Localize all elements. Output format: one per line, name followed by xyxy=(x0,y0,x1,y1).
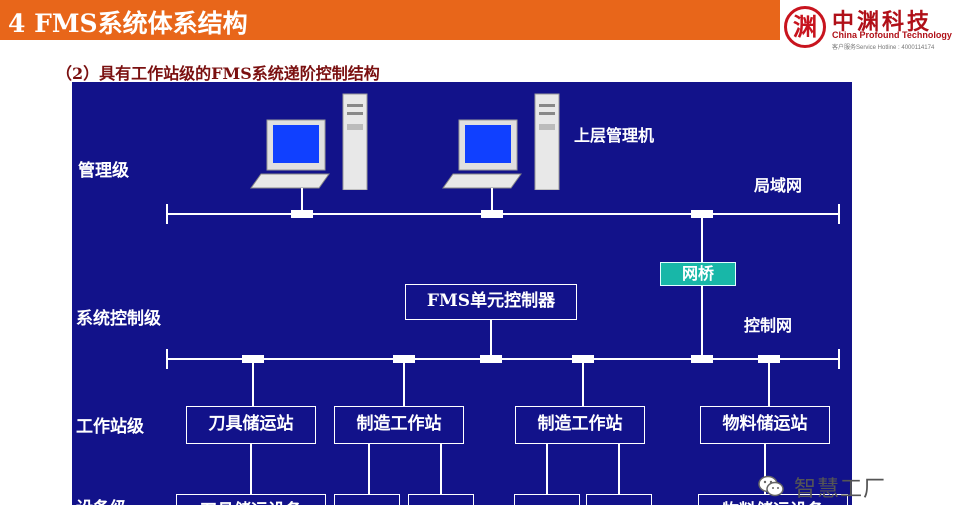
control-end-left xyxy=(166,349,168,369)
network-bridge: 网桥 xyxy=(660,262,736,286)
workstation-tool-storage: 刀具储运站 xyxy=(186,406,316,444)
upper-computer-label: 上层管理机 xyxy=(574,126,655,145)
eq2-drop xyxy=(368,444,370,494)
bridge-link xyxy=(701,214,703,360)
slide-subtitle: （2）具有工作站级的FMS系统递阶控制结构 xyxy=(56,64,380,83)
eq3-drop xyxy=(440,444,442,494)
watermark-text: 智慧工厂 xyxy=(794,477,887,502)
wechat-watermark: 智慧工厂 xyxy=(752,470,960,505)
eq1-drop xyxy=(250,444,252,494)
lan-connector-2 xyxy=(481,210,503,218)
lan-bus xyxy=(166,213,840,215)
control-connector-6 xyxy=(758,355,780,363)
lan-label: 局域网 xyxy=(754,176,803,195)
controller-drop xyxy=(490,320,492,360)
lan-connector-1 xyxy=(291,210,313,218)
eq6-drop xyxy=(764,444,766,494)
computer-1-icon xyxy=(250,93,368,190)
control-net-bus xyxy=(166,358,840,360)
eq4-drop xyxy=(546,444,548,494)
control-connector-2 xyxy=(393,355,415,363)
eq5-drop xyxy=(618,444,620,494)
workstation-manufacturing-2: 制造工作站 xyxy=(515,406,645,444)
ws1-drop xyxy=(252,360,254,406)
workstation-manufacturing-1: 制造工作站 xyxy=(334,406,464,444)
logo-mark-char: 渊 xyxy=(793,12,817,41)
pc2-drop xyxy=(491,188,493,214)
level-system-control: 系统控制级 xyxy=(76,309,161,329)
lan-end-right xyxy=(838,204,840,224)
fms-cell-controller: FMS单元控制器 xyxy=(405,284,577,320)
company-logo: 渊 中渊科技 China Profound Technology 客户服务Ser… xyxy=(780,0,960,56)
logo-en-name: China Profound Technology xyxy=(832,30,952,40)
ws2-drop xyxy=(403,360,405,406)
level-management: 管理级 xyxy=(78,161,129,181)
logo-mark: 渊 xyxy=(784,6,826,48)
equipment-machine-2 xyxy=(408,494,474,505)
ws4-drop xyxy=(768,360,770,406)
level-workstation: 工作站级 xyxy=(76,417,144,437)
diagram-panel: 管理级 系统控制级 工作站级 设备级 上层管理机 局域网 控制网 网桥 FMS单… xyxy=(72,82,852,505)
equipment-tool-storage: 刀具储运设备 xyxy=(176,494,326,505)
control-net-label: 控制网 xyxy=(744,316,793,335)
control-connector-4 xyxy=(572,355,594,363)
control-end-right xyxy=(838,349,840,369)
control-connector-1 xyxy=(242,355,264,363)
level-equipment: 设备级 xyxy=(76,494,127,505)
computer-2-icon xyxy=(442,93,560,190)
equipment-machine-1 xyxy=(334,494,400,505)
control-connector-3 xyxy=(480,355,502,363)
logo-cn-name: 中渊科技 xyxy=(832,9,933,35)
control-connector-5 xyxy=(691,355,713,363)
pc1-drop xyxy=(301,188,303,214)
wechat-icon xyxy=(758,475,784,497)
equipment-machine-4 xyxy=(586,494,652,505)
logo-hotline: 客户服务Service Hotline : 4000114174 xyxy=(832,45,935,51)
header-bar: 4 FMS系统体系结构 xyxy=(0,0,780,40)
workstation-material-storage: 物料储运站 xyxy=(700,406,830,444)
equipment-machine-3 xyxy=(514,494,580,505)
lan-end-left xyxy=(166,204,168,224)
ws3-drop xyxy=(582,360,584,406)
page-title: 4 FMS系统体系结构 xyxy=(8,9,248,38)
